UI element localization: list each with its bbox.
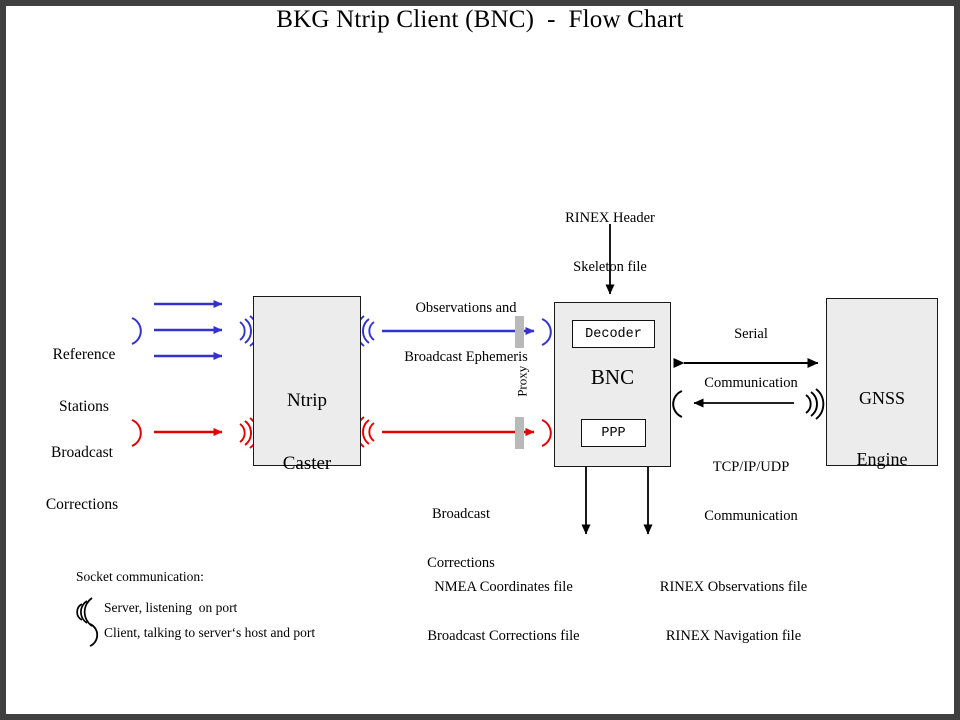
bnc-label: BNC — [590, 365, 635, 389]
legend-server-icon — [76, 597, 93, 627]
legend-server-label: Server, listening on port — [104, 600, 238, 615]
reference-stations-label: Reference Stations — [34, 311, 134, 450]
gnss-engine-label: GNSS Engine — [827, 348, 937, 509]
tcpip-line2: Communication — [704, 508, 798, 525]
rinex-header-skeleton-label: RINEX Header Skeleton file — [520, 178, 700, 308]
rinex-header-line1: RINEX Header — [565, 210, 655, 227]
output-right-line2: RINEX Navigation file — [665, 628, 802, 645]
client-socket-icon-corrections — [131, 419, 142, 447]
observations-line1: Observations and — [415, 300, 517, 317]
legend-client-label: Client, talking to server‘s host and por… — [104, 625, 316, 640]
output-right-label: RINEX Observations file RINEX Navigation… — [631, 547, 836, 677]
broadcast-corrections-source-line2: Corrections — [45, 495, 119, 513]
client-socket-icon-bnc-tcp — [672, 390, 683, 418]
broadcast-corrections-source-line1: Broadcast — [51, 443, 113, 461]
bnc-decoder-box[interactable]: Decoder — [572, 320, 655, 348]
broadcast-corrections-edge-line2: Corrections — [427, 555, 495, 572]
broadcast-corrections-edge-line1: Broadcast — [432, 506, 490, 523]
bnc-ppp-box[interactable]: PPP — [581, 419, 646, 447]
page-title: BKG Ntrip Client (BNC) - Flow Chart — [276, 6, 684, 33]
legend-heading: Socket communication: — [76, 569, 204, 584]
client-socket-icon-reference — [131, 317, 142, 345]
serial-line1: Serial — [734, 326, 768, 343]
proxy-label: Proxy — [514, 365, 530, 397]
observations-edge-label: Observations and Broadcast Ephemeris — [366, 268, 566, 398]
gnss-engine-line2: Engine — [856, 448, 908, 469]
output-right-line1: RINEX Observations file — [659, 579, 808, 596]
server-socket-icon-gnss — [805, 388, 825, 420]
tcpip-line1: TCP/IP/UDP — [712, 459, 790, 476]
rinex-header-line2: Skeleton file — [573, 259, 647, 276]
tcpip-communication-label: TCP/IP/UDP Communication — [678, 427, 824, 557]
serial-communication-label: Serial Communication — [678, 294, 824, 424]
proxy-bar-top — [515, 316, 524, 348]
output-left-label: NMEA Coordinates file Broadcast Correcti… — [396, 547, 611, 677]
serial-line2: Communication — [704, 375, 798, 392]
proxy-bar-bottom — [515, 417, 524, 449]
ntrip-caster-label: Ntrip Caster — [254, 347, 360, 517]
node-bnc[interactable]: Decoder BNC PPP — [554, 302, 671, 467]
broadcast-corrections-source-label: Broadcast Corrections — [26, 409, 138, 548]
client-socket-icon-bnc-red — [541, 419, 552, 447]
node-gnss-engine[interactable]: GNSS Engine — [826, 298, 938, 469]
output-arrows — [581, 467, 653, 535]
legend-client-icon — [89, 623, 99, 647]
output-left-line2: Broadcast Corrections file — [427, 628, 580, 645]
broadcast-corrections-edge-label: Broadcast Corrections — [381, 474, 541, 604]
node-ntrip-caster[interactable]: Ntrip Caster — [253, 296, 361, 474]
diagram-canvas: BKG Ntrip Client (BNC) - Flow Chart — [6, 6, 954, 714]
observations-line2: Broadcast Ephemeris — [404, 349, 528, 366]
client-socket-icon-bnc-blue — [541, 318, 552, 346]
output-left-line1: NMEA Coordinates file — [434, 579, 573, 596]
reference-stations-line2: Stations — [59, 397, 109, 415]
reference-station-arrows — [154, 300, 223, 360]
ntrip-caster-line1: Ntrip — [286, 389, 328, 411]
ntrip-caster-line2: Caster — [282, 453, 332, 475]
gnss-engine-line1: GNSS — [858, 388, 906, 409]
diagram-connectors — [76, 224, 825, 647]
reference-stations-line1: Reference — [52, 345, 116, 363]
